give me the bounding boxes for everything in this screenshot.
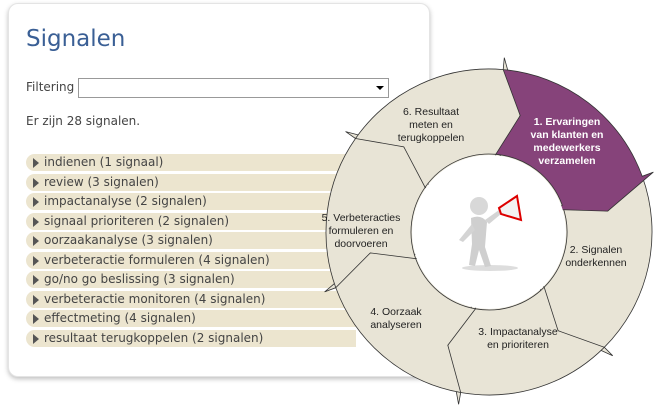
signal-group-list: indienen (1 signaal) review (3 signalen) i… xyxy=(26,154,356,349)
expand-triangle-icon xyxy=(33,294,39,305)
expand-triangle-icon xyxy=(33,158,39,168)
cycle-step-4-label: 4. Oorzaak analyseren xyxy=(370,306,422,331)
signal-group-row[interactable]: oorzaakanalyse (3 signalen) xyxy=(26,232,356,249)
signal-group-label: go/no go beslissing (3 signalen) xyxy=(44,272,235,286)
expand-triangle-icon xyxy=(33,314,39,324)
cycle-step-2-label: 2. Signalen onderkennen xyxy=(565,244,627,269)
expand-triangle-icon xyxy=(33,255,39,266)
signal-group-row[interactable]: signaal prioriteren (2 signalen) xyxy=(26,212,356,230)
signal-group-row[interactable]: impactanalyse (2 signalen) xyxy=(26,193,356,210)
signal-count: Er zijn 28 signalen. xyxy=(26,114,141,128)
signal-group-label: effectmeting (4 signalen) xyxy=(44,311,196,325)
signal-group-row[interactable]: verbeteractie formuleren (4 signalen) xyxy=(26,251,356,269)
signal-group-row[interactable]: review (3 signalen) xyxy=(26,173,356,191)
signal-group-label: oorzaakanalyse (3 signalen) xyxy=(44,233,213,247)
signal-group-label: verbeteractie monitoren (4 signalen) xyxy=(44,291,266,306)
signal-group-row[interactable]: effectmeting (4 signalen) xyxy=(26,310,356,327)
filter-label: Filtering xyxy=(26,80,75,94)
expand-triangle-icon xyxy=(33,333,39,344)
signal-group-label: resultaat terugkoppelen (2 signalen) xyxy=(44,330,264,345)
cycle-step-5-label: 5. Verbeteracties formuleren en doorvoer… xyxy=(321,212,401,250)
cycle-step-4-arrow xyxy=(324,252,477,394)
cycle-step-6-arrow xyxy=(354,57,521,189)
cycle-step-6-label: 6. Resultaat meten en terugkoppelen xyxy=(397,106,465,144)
signal-group-row[interactable]: indienen (1 signaal) xyxy=(26,154,356,171)
cycle-step-1-label: 1. Ervaringen van klanten en medewerkers… xyxy=(530,116,604,167)
cycle-step-3-arrow xyxy=(447,286,606,405)
signal-group-label: signaal prioriteren (2 signalen) xyxy=(44,213,230,228)
page-title: Signalen xyxy=(26,26,126,52)
cycle-step-2-arrow xyxy=(535,175,653,357)
expand-triangle-icon xyxy=(33,177,39,188)
expand-triangle-icon xyxy=(33,236,39,246)
signal-group-label: review (3 signalen) xyxy=(44,174,159,189)
dropdown-arrow-icon xyxy=(376,86,384,90)
signal-group-row[interactable]: resultaat terugkoppelen (2 signalen) xyxy=(26,329,356,347)
filter-select[interactable] xyxy=(78,78,389,98)
cycle-step-5-arrow xyxy=(325,131,436,289)
expand-triangle-icon xyxy=(33,275,39,285)
cycle-step-3-label: 3. Impactanalyse en prioriteren xyxy=(478,326,558,351)
signal-group-label: impactanalyse (2 signalen) xyxy=(44,194,207,208)
expand-triangle-icon xyxy=(33,197,39,207)
person-megaphone-icon xyxy=(459,194,523,271)
signal-group-row[interactable]: verbeteractie monitoren (4 signalen) xyxy=(26,290,356,308)
expand-triangle-icon xyxy=(33,216,39,227)
signal-group-label: verbeteractie formuleren (4 signalen) xyxy=(44,252,270,267)
signal-group-row[interactable]: go/no go beslissing (3 signalen) xyxy=(26,271,356,288)
signal-group-label: indienen (1 signaal) xyxy=(44,155,164,169)
cycle-step-1-arrow xyxy=(495,69,654,212)
